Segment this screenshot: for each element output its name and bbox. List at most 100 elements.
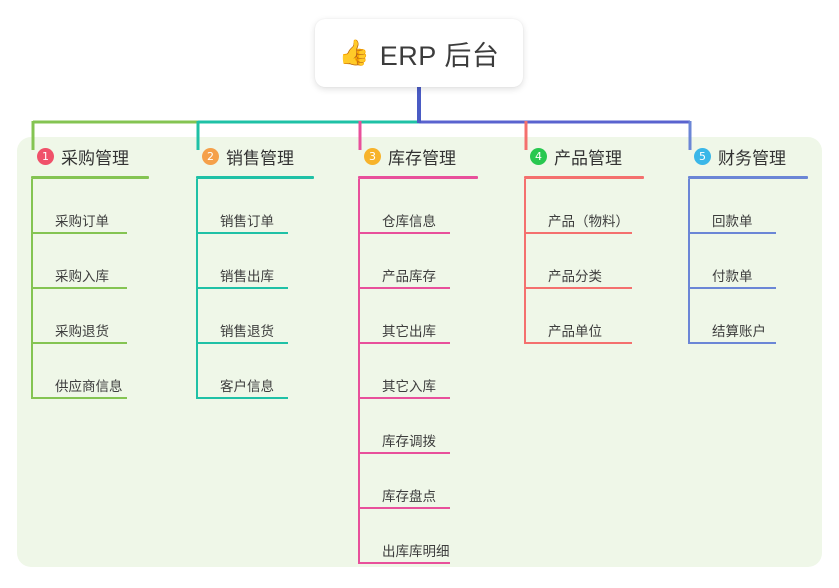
leaf-underline xyxy=(524,287,632,289)
leaf-underline xyxy=(524,342,632,344)
branch-column-1: 1 采购管理采购订单采购入库采购退货供应商信息 xyxy=(31,137,149,399)
branch-column-2: 2 销售管理销售订单销售出库销售退货客户信息 xyxy=(196,137,314,399)
leaf-item[interactable]: 其它出库 xyxy=(358,289,478,344)
branch-title: 销售管理 xyxy=(226,148,294,168)
leaf-label: 销售退货 xyxy=(220,324,274,339)
leaf-item[interactable]: 仓库信息 xyxy=(358,179,478,234)
thumbs-up-emoji: 👍 xyxy=(338,38,370,67)
branch-column-5: 5 财务管理回款单付款单结算账户 xyxy=(688,137,808,344)
leaf-underline xyxy=(358,342,450,344)
leaf-underline xyxy=(358,397,450,399)
leaf-label: 采购退货 xyxy=(55,324,109,339)
branch-number-badge: 5 xyxy=(694,147,711,165)
leaf-label: 库存盘点 xyxy=(382,489,436,504)
branch-underline xyxy=(196,176,314,179)
leaf-underline xyxy=(196,287,288,289)
leaf-item[interactable]: 库存盘点 xyxy=(358,454,478,509)
leaf-label: 回款单 xyxy=(712,214,753,229)
leaf-underline xyxy=(196,342,288,344)
leaf-underline xyxy=(31,397,127,399)
leaf-item[interactable]: 付款单 xyxy=(688,234,808,289)
leaf-label: 采购订单 xyxy=(55,214,109,229)
branch-number-badge: 2 xyxy=(202,147,219,165)
leaf-underline xyxy=(31,342,127,344)
leaf-item[interactable]: 产品单位 xyxy=(524,289,644,344)
branch-header-产品管理[interactable]: 4 产品管理 xyxy=(524,137,644,175)
leaf-underline xyxy=(688,287,776,289)
leaf-underline xyxy=(524,232,632,234)
leaf-item[interactable]: 销售退货 xyxy=(196,289,314,344)
leaf-underline xyxy=(358,507,450,509)
leaf-underline xyxy=(196,397,288,399)
leaf-label: 产品分类 xyxy=(548,269,602,284)
leaf-label: 其它入库 xyxy=(382,379,436,394)
leaf-label: 客户信息 xyxy=(220,379,274,394)
branch-number-badge: 4 xyxy=(530,147,547,165)
leaf-label: 产品（物料） xyxy=(548,214,629,229)
leaf-item[interactable]: 产品（物料） xyxy=(524,179,644,234)
leaf-item[interactable]: 销售出库 xyxy=(196,234,314,289)
leaf-underline xyxy=(31,287,127,289)
branch-spine xyxy=(688,179,690,344)
leaf-item[interactable]: 采购入库 xyxy=(31,234,149,289)
branch-underline xyxy=(688,176,808,179)
leaf-underline xyxy=(358,287,450,289)
branch-header-销售管理[interactable]: 2 销售管理 xyxy=(196,137,314,175)
leaf-label: 销售订单 xyxy=(220,214,274,229)
leaf-underline xyxy=(358,562,450,564)
leaf-label: 其它出库 xyxy=(382,324,436,339)
leaf-label: 供应商信息 xyxy=(55,379,123,394)
diagram-panel xyxy=(17,137,822,567)
branch-spine xyxy=(31,179,33,399)
leaf-list: 回款单付款单结算账户 xyxy=(688,179,808,344)
branch-number-badge: 1 xyxy=(37,147,54,165)
branch-column-4: 4 产品管理产品（物料） 产品分类产品单位 xyxy=(524,137,644,344)
leaf-underline xyxy=(688,342,776,344)
leaf-label: 产品单位 xyxy=(548,324,602,339)
leaf-item[interactable]: 采购订单 xyxy=(31,179,149,234)
branch-spine xyxy=(358,179,360,564)
leaf-item[interactable]: 产品库存 xyxy=(358,234,478,289)
branch-title: 库存管理 xyxy=(388,148,456,168)
leaf-label: 采购入库 xyxy=(55,269,109,284)
leaf-item[interactable]: 销售订单 xyxy=(196,179,314,234)
leaf-label: 出库库明细 xyxy=(382,544,450,559)
leaf-item[interactable]: 其它入库 xyxy=(358,344,478,399)
leaf-label: 结算账户 xyxy=(712,324,766,339)
leaf-label: 库存调拨 xyxy=(382,434,436,449)
branch-title: 产品管理 xyxy=(554,148,622,168)
leaf-list: 采购订单采购入库采购退货供应商信息 xyxy=(31,179,149,399)
leaf-label: 产品库存 xyxy=(382,269,436,284)
branch-title: 财务管理 xyxy=(718,148,786,168)
leaf-item[interactable]: 库存调拨 xyxy=(358,399,478,454)
root-node[interactable]: 👍 ERP 后台 xyxy=(315,19,523,87)
leaf-underline xyxy=(31,232,127,234)
branch-underline xyxy=(31,176,149,179)
branch-header-采购管理[interactable]: 1 采购管理 xyxy=(31,137,149,175)
branch-spine xyxy=(196,179,198,399)
leaf-label: 销售出库 xyxy=(220,269,274,284)
leaf-label: 仓库信息 xyxy=(382,214,436,229)
leaf-underline xyxy=(688,232,776,234)
leaf-item[interactable]: 产品分类 xyxy=(524,234,644,289)
leaf-item[interactable]: 出库库明细 xyxy=(358,509,478,564)
leaf-item[interactable]: 回款单 xyxy=(688,179,808,234)
leaf-list: 销售订单销售出库销售退货客户信息 xyxy=(196,179,314,399)
leaf-item[interactable]: 供应商信息 xyxy=(31,344,149,399)
leaf-underline xyxy=(196,232,288,234)
leaf-list: 仓库信息产品库存其它出库其它入库库存调拨库存盘点出库库明细 xyxy=(358,179,478,564)
leaf-underline xyxy=(358,452,450,454)
branch-columns: 1 采购管理采购订单采购入库采购退货供应商信息 2 销售管理销售订单销售出库销售退货客… xyxy=(17,137,822,567)
leaf-item[interactable]: 客户信息 xyxy=(196,344,314,399)
leaf-item[interactable]: 采购退货 xyxy=(31,289,149,344)
branch-underline xyxy=(524,176,644,179)
leaf-item[interactable]: 结算账户 xyxy=(688,289,808,344)
branch-spine xyxy=(524,179,526,344)
branch-title: 采购管理 xyxy=(61,148,129,168)
branch-underline xyxy=(358,176,478,179)
branch-header-财务管理[interactable]: 5 财务管理 xyxy=(688,137,808,175)
